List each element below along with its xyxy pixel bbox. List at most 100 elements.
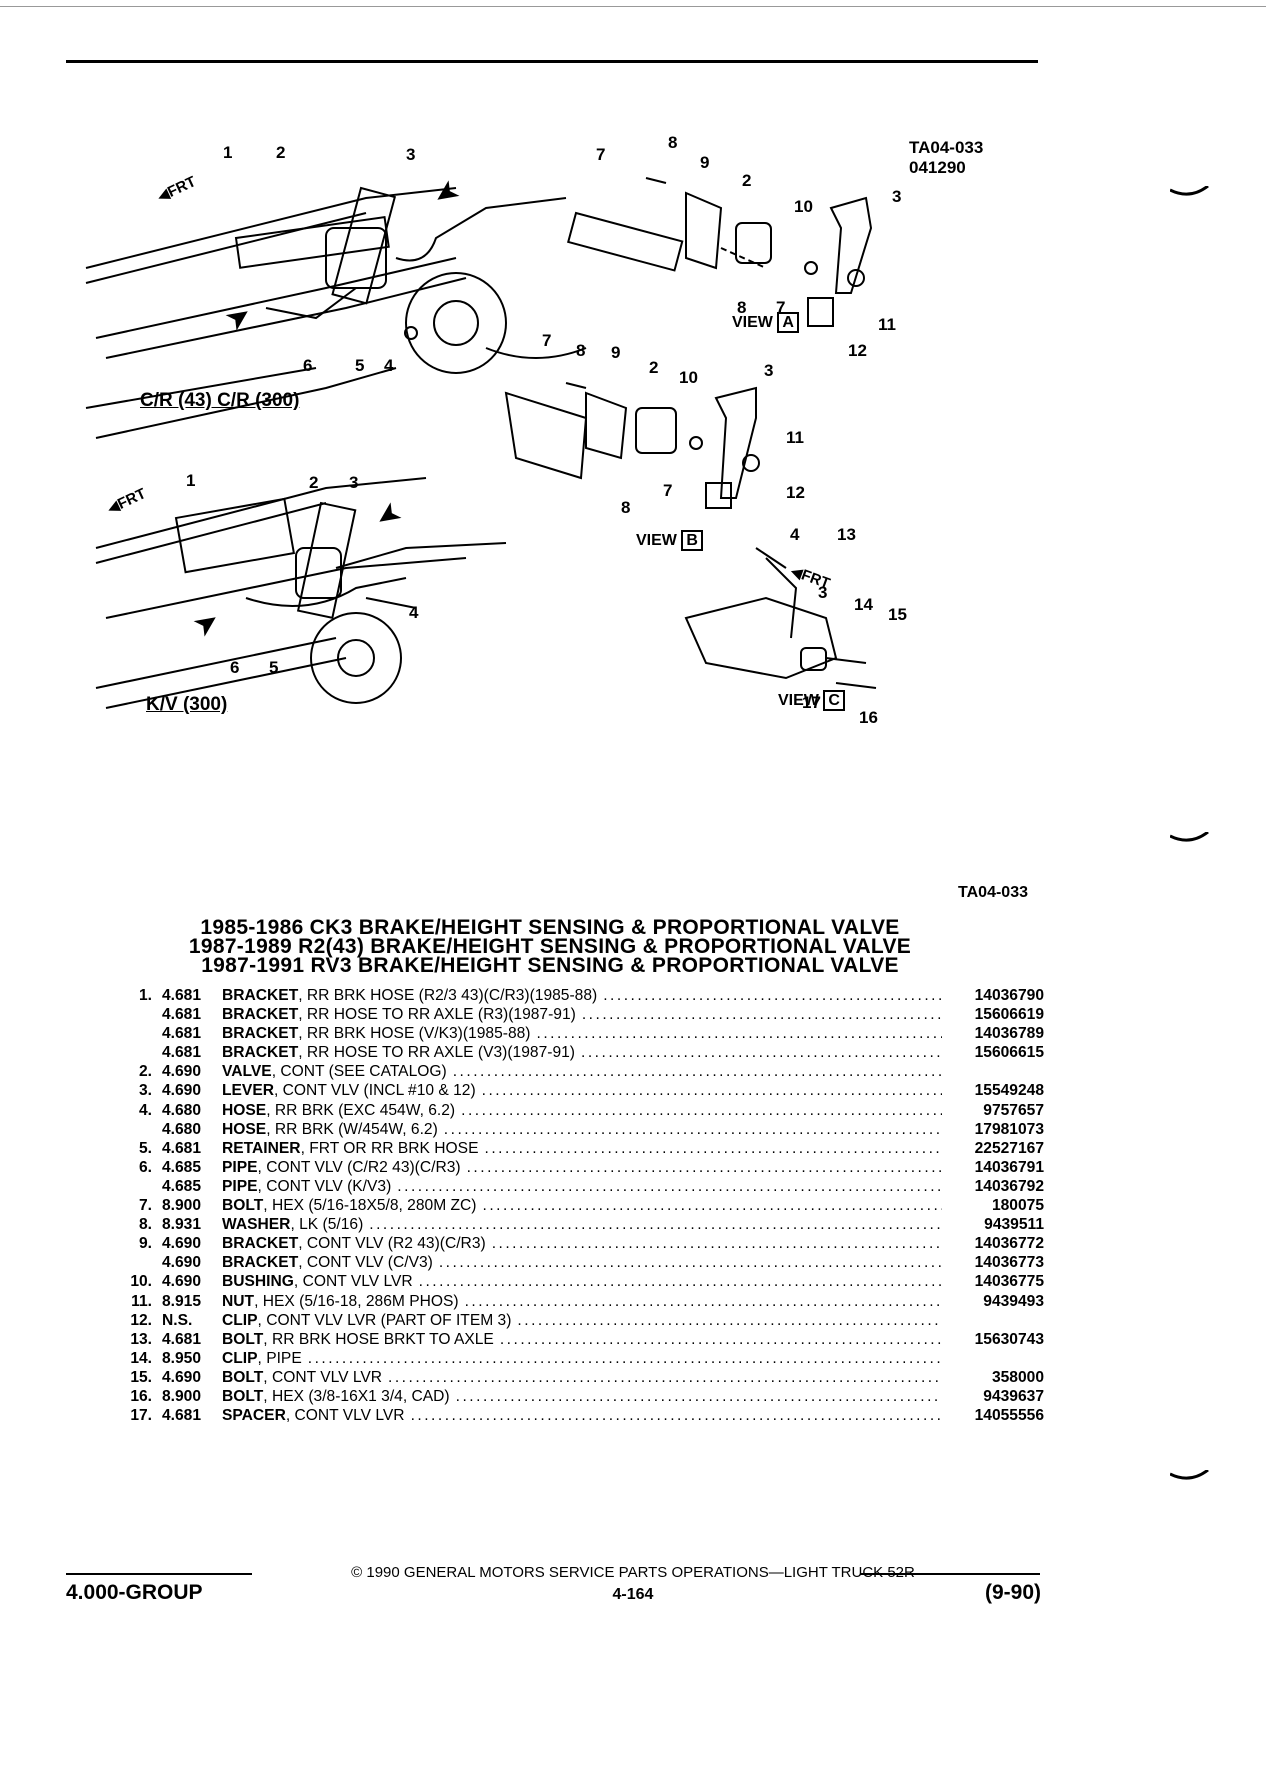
parts-row: 1. 4.681 BRACKET, RR BRK HOSE (R2/3 43)(C/…	[114, 986, 1044, 1005]
part-detail: , PIPE	[257, 1349, 302, 1367]
part-description: PIPE, CONT VLV (C/R2 43)(C/R3)	[222, 1158, 942, 1177]
leader-dots	[575, 1043, 942, 1062]
leader-dots	[433, 1253, 942, 1272]
item-number: 5.	[138, 1139, 152, 1157]
part-description: BRACKET, RR BRK HOSE (R2/3 43)(C/R3)(198…	[222, 986, 942, 1005]
catalog-group: N.S.	[162, 1311, 193, 1329]
catalog-group: 4.680	[162, 1101, 202, 1119]
leader-dots	[576, 1005, 942, 1024]
leader-dots	[363, 1215, 942, 1234]
view-b-label: VIEW B	[636, 530, 703, 551]
part-description: BRACKET, CONT VLV (R2 43)(C/R3)	[222, 1234, 942, 1253]
part-name: BRACKET	[222, 1025, 299, 1043]
view-c-word: VIEW	[778, 692, 819, 709]
svg-text:6: 6	[303, 356, 312, 375]
part-name: BRACKET	[222, 1006, 299, 1024]
footer-rule-right	[860, 1573, 1040, 1575]
catalog-group: 8.900	[162, 1197, 202, 1215]
part-name: BRACKET	[222, 987, 299, 1004]
svg-text:13: 13	[837, 525, 856, 544]
part-name: BOLT	[222, 1387, 264, 1405]
svg-text:9: 9	[611, 343, 620, 362]
svg-text:4: 4	[409, 603, 419, 622]
item-number: 16.	[130, 1387, 152, 1405]
leader-dots	[494, 1330, 942, 1349]
svg-text:10: 10	[679, 368, 698, 387]
catalog-group: 8.931	[162, 1216, 202, 1234]
part-number: 15606615	[974, 1044, 1044, 1062]
part-description: BOLT, HEX (3/8-16X1 3/4, CAD)	[222, 1387, 942, 1406]
item-number: 6.	[138, 1158, 152, 1176]
part-name: BRACKET	[222, 1044, 299, 1062]
catalog-group: 4.681	[162, 1044, 202, 1062]
part-description: RETAINER, FRT OR RR BRK HOSE	[222, 1139, 942, 1158]
leader-dots	[486, 1234, 942, 1253]
item-number: 12.	[130, 1311, 152, 1329]
part-name: RETAINER	[222, 1139, 301, 1157]
svg-text:7: 7	[542, 331, 551, 350]
leader-dots	[413, 1272, 942, 1291]
leader-dots	[476, 1081, 942, 1100]
svg-text:7: 7	[663, 481, 672, 500]
part-detail: , RR BRK HOSE (R2/3 43)(C/R3)(1985-88)	[298, 987, 598, 1004]
catalog-group: 8.950	[162, 1349, 202, 1367]
svg-text:9: 9	[700, 153, 709, 172]
part-description: NUT, HEX (5/16-18, 286M PHOS)	[222, 1292, 942, 1311]
caption-kv: K/V (300)	[146, 694, 228, 715]
leader-dots	[391, 1177, 942, 1196]
part-description: HOSE, RR BRK (EXC 454W, 6.2)	[222, 1101, 942, 1120]
leader-dots	[478, 1139, 942, 1158]
view-a-letter: A	[777, 312, 799, 333]
item-number: 8.	[138, 1216, 152, 1234]
part-number: 14036791	[974, 1158, 1044, 1176]
part-detail: , RR BRK HOSE (V/K3)(1985-88)	[298, 1025, 531, 1043]
part-description: BUSHING, CONT VLV LVR	[222, 1272, 942, 1291]
catalog-group: 4.680	[162, 1120, 202, 1138]
catalog-group: 4.690	[162, 1368, 202, 1386]
item-number: 15.	[130, 1368, 152, 1386]
ref-top-date: 041290	[909, 158, 966, 177]
leader-dots	[530, 1024, 942, 1043]
title-line-2: 1987-1989 R2(43) BRAKE/HEIGHT SENSING & …	[188, 935, 912, 958]
part-name: CLIP	[222, 1349, 258, 1367]
catalog-group: 4.681	[162, 1407, 202, 1425]
catalog-group: 4.685	[162, 1177, 202, 1195]
catalog-group: 4.690	[162, 1082, 202, 1100]
svg-text:4: 4	[790, 525, 800, 544]
part-number: 9757657	[983, 1101, 1044, 1119]
catalog-group: 4.681	[162, 1330, 202, 1348]
svg-text:16: 16	[859, 708, 878, 727]
margin-mark-1	[1170, 186, 1209, 196]
view-c-label: VIEW C	[778, 690, 845, 711]
part-name: CLIP	[222, 1311, 258, 1329]
svg-text:3: 3	[349, 473, 358, 492]
catalog-group: 4.681	[162, 987, 202, 1004]
part-description: LEVER, CONT VLV (INCL #10 & 12)	[222, 1081, 942, 1100]
view-c-letter: C	[823, 690, 845, 711]
svg-text:3: 3	[764, 361, 773, 380]
item-number: 9.	[138, 1235, 152, 1253]
page-number: 4-164	[612, 1586, 654, 1603]
svg-text:4: 4	[384, 356, 394, 375]
svg-text:3: 3	[406, 145, 415, 164]
part-detail: , HEX (5/16-18X5/8, 280M ZC)	[263, 1197, 477, 1215]
item-number: 1.	[138, 987, 152, 1004]
catalog-group: 8.900	[162, 1387, 202, 1405]
part-detail: , LK (5/16)	[290, 1216, 364, 1234]
catalog-group: 8.915	[162, 1292, 202, 1310]
svg-text:10: 10	[794, 197, 813, 216]
view-a-word: VIEW	[732, 314, 773, 331]
part-detail: , HEX (5/16-18, 286M PHOS)	[254, 1292, 459, 1310]
svg-text:2: 2	[309, 473, 318, 492]
